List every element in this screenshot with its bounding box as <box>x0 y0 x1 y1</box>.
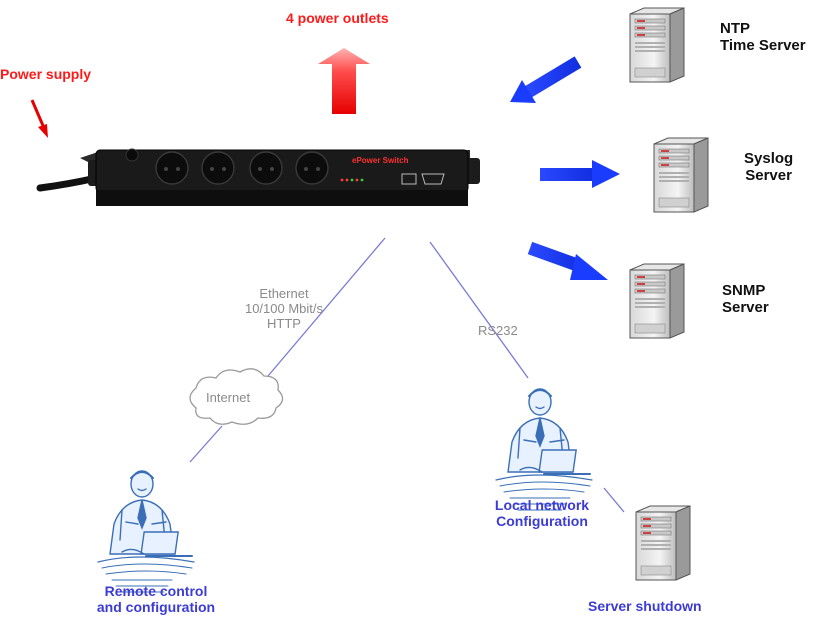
outlets-label: 4 power outlets <box>286 10 389 26</box>
power-supply-arrow-icon <box>30 99 46 129</box>
snmp-arrow-icon <box>527 241 608 280</box>
remote-control-label: Remote control and configuration <box>84 583 228 615</box>
device-brand-label: ePower Switch <box>352 156 409 165</box>
outlet-socket-4 <box>295 151 329 185</box>
ethernet-label-line3: HTTP <box>267 315 301 331</box>
ethernet-label: Ethernet 10/100 Mbit/s HTTP <box>234 286 334 332</box>
remote-control-label-line1: Remote control <box>104 583 208 599</box>
syslog-label-line1: Syslog <box>744 150 794 167</box>
server-shutdown-label: Server shutdown <box>588 598 702 614</box>
rs232-label: RS232 <box>478 323 518 338</box>
power-supply-arrow-head-icon <box>38 124 48 138</box>
internet-cloud-icon <box>189 368 284 425</box>
ntp-label-line1: NTP <box>720 20 750 37</box>
syslog-label-line2: Server <box>745 167 792 185</box>
local-network-label: Local network Configuration <box>482 497 602 529</box>
syslog-label: Syslog Server <box>744 150 793 185</box>
remote-control-label-line2: and configuration <box>96 599 216 616</box>
ethernet-label-line1: Ethernet <box>259 286 309 301</box>
shutdown-server-icon <box>635 505 691 581</box>
local-network-label-line2: Configuration <box>496 513 588 530</box>
outlets-arrow-icon <box>318 48 370 114</box>
ntp-server-icon <box>629 7 685 83</box>
ethernet-port-icon <box>401 173 417 185</box>
outlet-socket-3 <box>249 151 283 185</box>
syslog-arrow-icon <box>540 160 620 188</box>
outlet-socket-2 <box>201 151 235 185</box>
epower-switch-device: ePower Switch <box>80 148 480 206</box>
power-cable <box>36 174 100 192</box>
snmp-label: SNMP Server <box>722 282 769 317</box>
snmp-label-line2: Server <box>722 299 769 317</box>
outlet-socket-1 <box>155 151 189 185</box>
rs232-link-line <box>429 241 529 379</box>
ethernet-label-line2: 10/100 Mbit/s <box>244 300 324 316</box>
ethernet-link-line <box>267 237 386 377</box>
remote-user-icon <box>97 470 195 593</box>
ntp-arrow-icon <box>510 56 582 103</box>
snmp-server-icon <box>629 263 685 339</box>
internet-label: Internet <box>206 390 251 405</box>
power-supply-label: Power supply <box>0 66 92 82</box>
local-user-icon <box>495 388 593 511</box>
ntp-label: NTP Time Server <box>720 20 806 55</box>
snmp-label-line1: SNMP <box>722 282 766 299</box>
serial-port-icon <box>421 173 445 185</box>
local-to-server-line <box>603 487 625 513</box>
local-network-label-line1: Local network <box>494 497 590 513</box>
ntp-label-line2: Time Server <box>720 37 806 55</box>
syslog-server-icon <box>653 137 709 213</box>
internet-to-remote-line <box>189 425 223 463</box>
